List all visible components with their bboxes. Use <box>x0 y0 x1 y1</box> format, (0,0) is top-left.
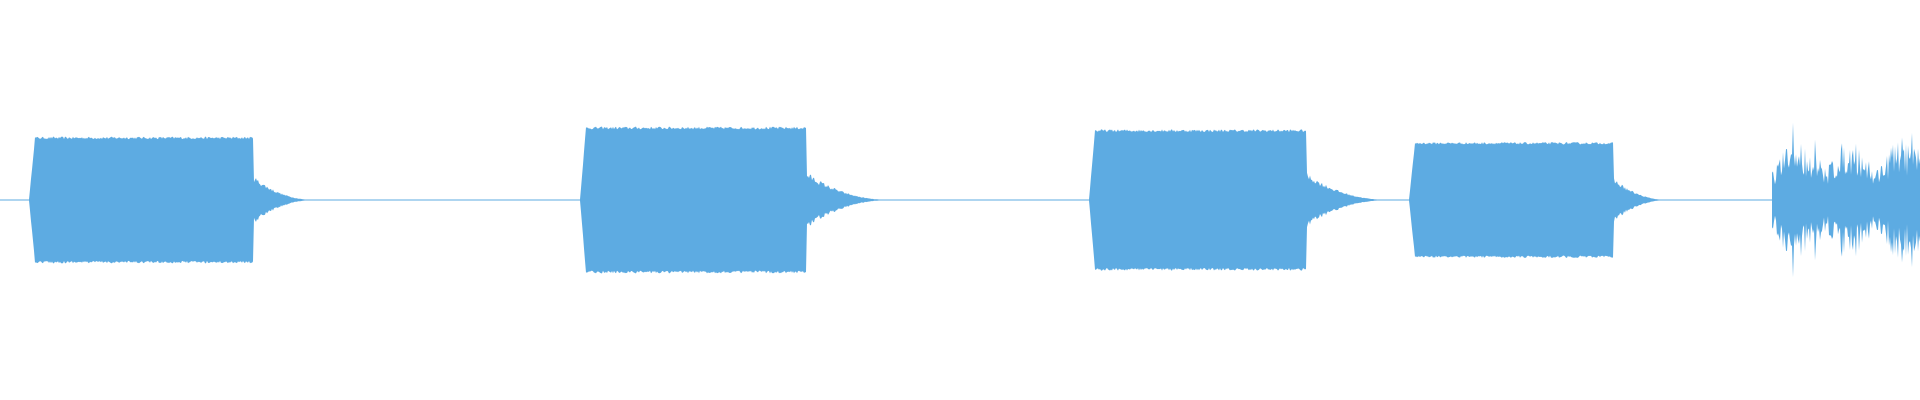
waveform-segment-tone-3 <box>1089 129 1392 271</box>
waveform-segment-noise-5 <box>1772 122 1920 278</box>
waveform-segment-tone-2 <box>580 126 893 274</box>
waveform-segment-tone-1 <box>29 136 317 264</box>
waveform-segment-tone-4 <box>1409 142 1670 258</box>
waveform-segments <box>29 122 1920 278</box>
